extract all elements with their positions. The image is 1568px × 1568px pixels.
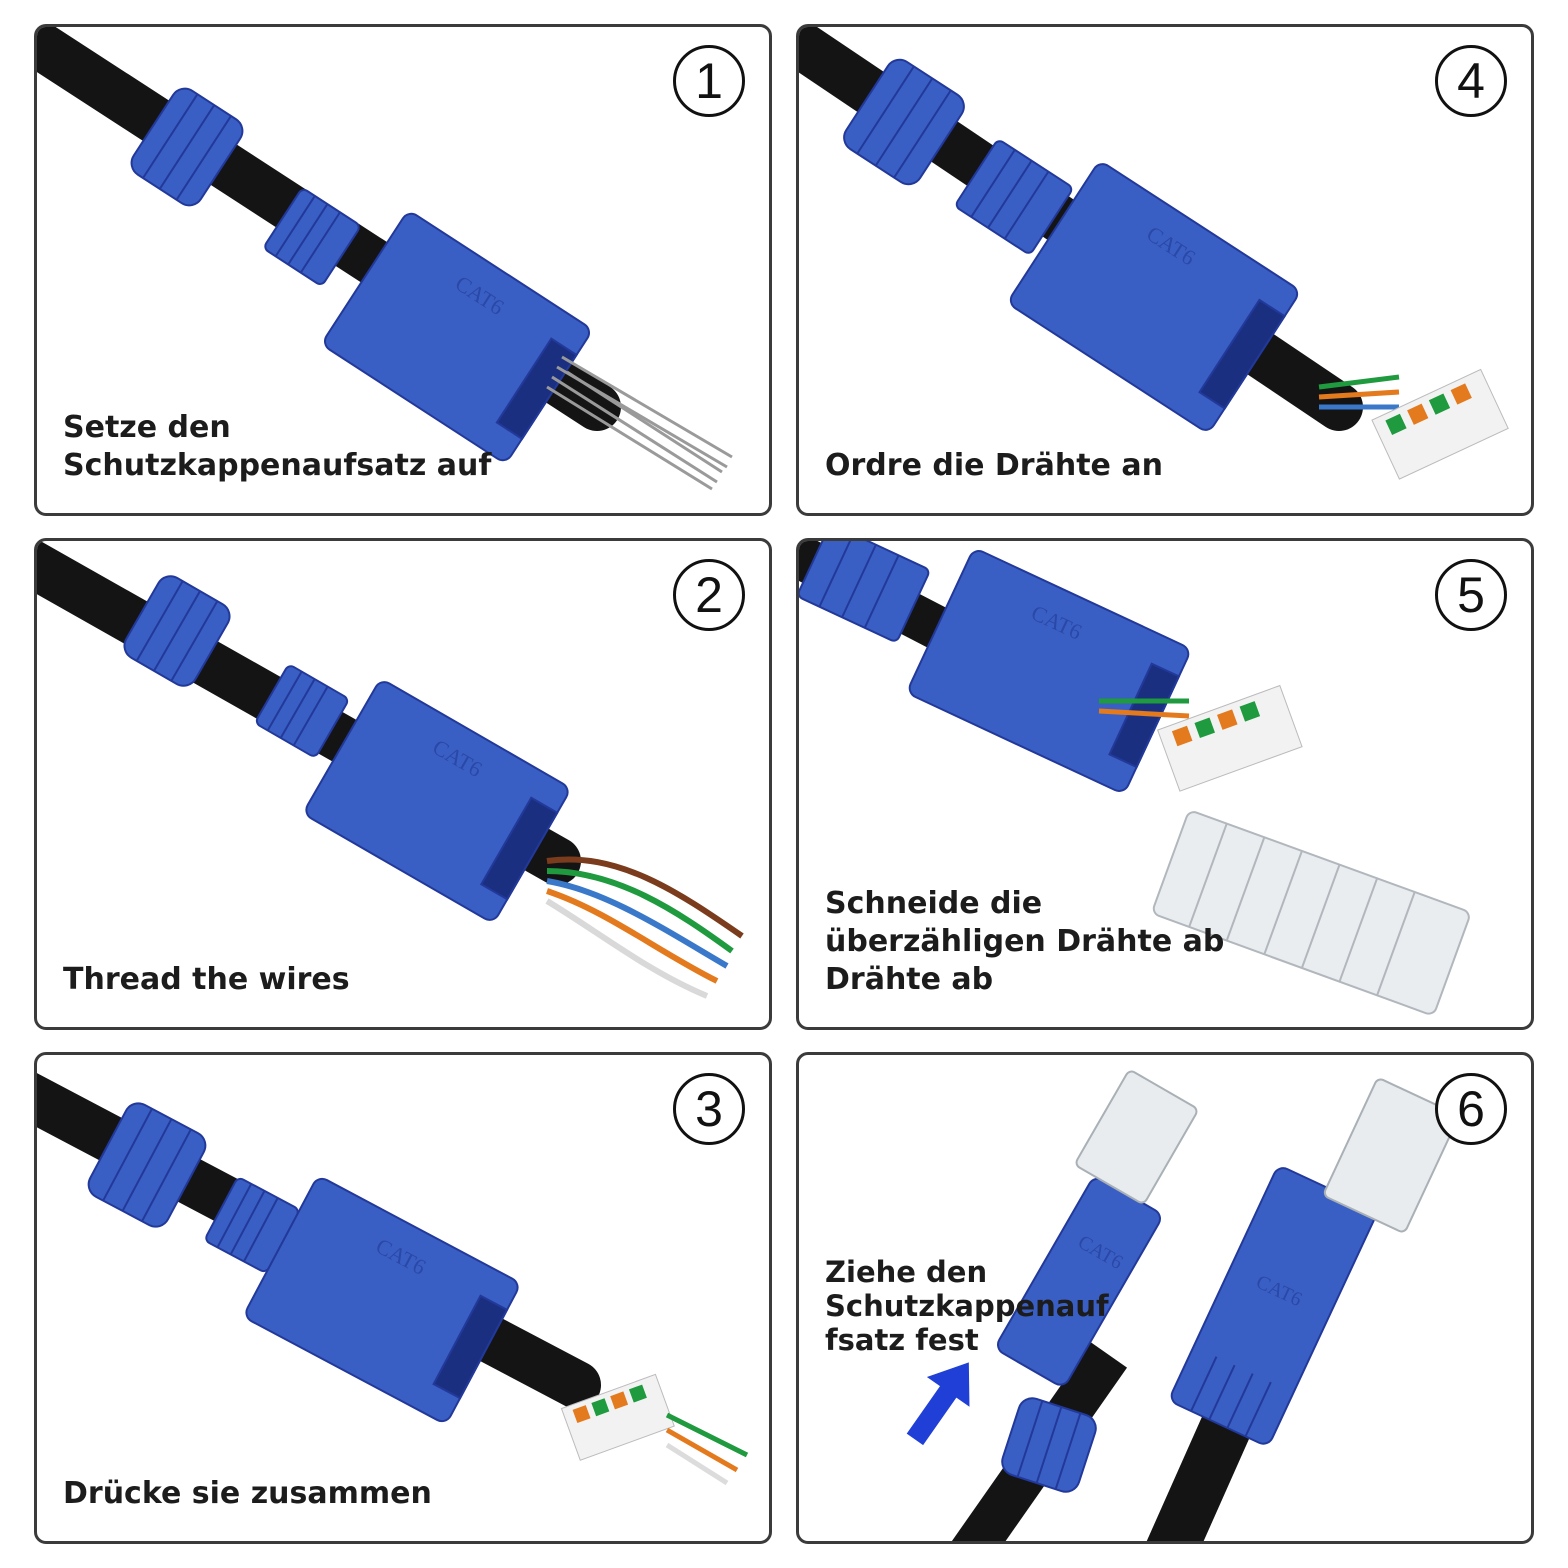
step-4-panel: CAT6 4 Ordre die Drähte an — [796, 24, 1534, 516]
step-caption: Drücke sie zusammen — [63, 1476, 432, 1511]
step-caption: Ziehe den Schutzkappenauf fsatz fest — [825, 1255, 1109, 1357]
step-caption: Schneide die überzähligen Drähte ab Dräh… — [825, 886, 1225, 997]
step-caption: Ordre die Drähte an — [825, 448, 1163, 483]
cable-illustration: CAT6 — [799, 27, 1509, 480]
step-1-panel: CAT6 1 Setze den Schutzkappenaufsatz auf — [34, 24, 772, 516]
step-caption: Setze den Schutzkappenaufsatz auf — [63, 410, 492, 483]
step-number-badge: 1 — [673, 45, 745, 117]
step-number-badge: 4 — [1435, 45, 1507, 117]
up-arrow-icon — [906, 1362, 970, 1446]
cable-illustration: CAT6 — [799, 541, 1470, 1015]
step-3-panel: CAT6 3 Drücke sie zusammen — [34, 1052, 772, 1544]
step-number-badge: 6 — [1435, 1073, 1507, 1145]
cable-illustration: CAT6 CAT6 — [906, 1070, 1459, 1541]
step-5-panel: CAT6 5 Schneide die überzähligen Drähte … — [796, 538, 1534, 1030]
step-number-badge: 2 — [673, 559, 745, 631]
cable-illustration: CAT6 — [37, 27, 733, 491]
cable-illustration: CAT6 — [37, 541, 744, 999]
step-2-panel: CAT6 2 Thread the wires — [34, 538, 772, 1030]
cable-illustration: CAT6 — [37, 1073, 749, 1486]
step-number-badge: 5 — [1435, 559, 1507, 631]
step-number-badge: 3 — [673, 1073, 745, 1145]
step-caption: Thread the wires — [63, 962, 350, 997]
step-6-panel: CAT6 CAT6 6 Ziehe den Schutzkappenauf fs… — [796, 1052, 1534, 1544]
